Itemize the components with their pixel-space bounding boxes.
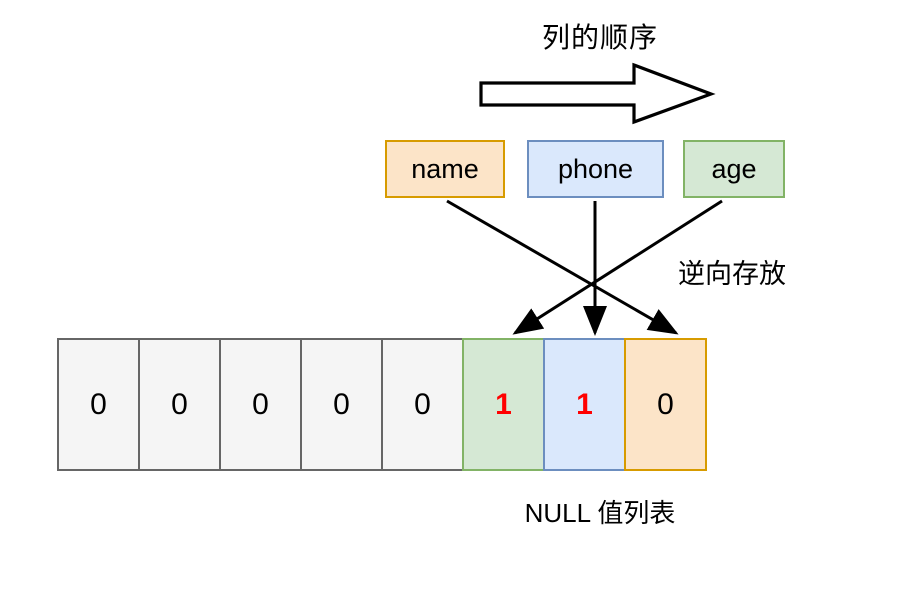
big-right-arrow-icon [479, 62, 716, 125]
null-bitmap-cell-6[interactable]: 1 [543, 338, 626, 471]
null-bitmap-cell-3[interactable]: 0 [300, 338, 383, 471]
caption-null-value-list: NULL 值列表 [524, 498, 676, 528]
null-bitmap-cell-value: 0 [171, 387, 188, 421]
null-bitmap-cell-5[interactable]: 1 [462, 338, 545, 471]
null-bitmap-cell-value: 1 [495, 387, 512, 421]
null-bitmap-cell-4[interactable]: 0 [381, 338, 464, 471]
null-bitmap-cell-value: 0 [414, 387, 431, 421]
null-bitmap-row: 0 0 0 0 0 1 1 0 [57, 338, 707, 471]
null-bitmap-cell-7[interactable]: 0 [624, 338, 707, 471]
column-box-name[interactable]: name [385, 140, 505, 198]
null-bitmap-cell-value: 0 [252, 387, 269, 421]
mapping-line-name [446, 199, 679, 335]
null-bitmap-cell-value: 0 [657, 387, 674, 421]
column-box-age[interactable]: age [683, 140, 785, 198]
null-bitmap-cell-value: 0 [333, 387, 350, 421]
null-bitmap-cell-value: 0 [90, 387, 107, 421]
title-column-order: 列的顺序 [541, 22, 658, 53]
label-reverse-storage: 逆向存放 [678, 259, 786, 289]
null-bitmap-cell-2[interactable]: 0 [219, 338, 302, 471]
null-bitmap-cell-1[interactable]: 0 [138, 338, 221, 471]
null-bitmap-cell-0[interactable]: 0 [57, 338, 140, 471]
column-box-phone[interactable]: phone [527, 140, 664, 198]
null-bitmap-cell-value: 1 [576, 387, 593, 421]
